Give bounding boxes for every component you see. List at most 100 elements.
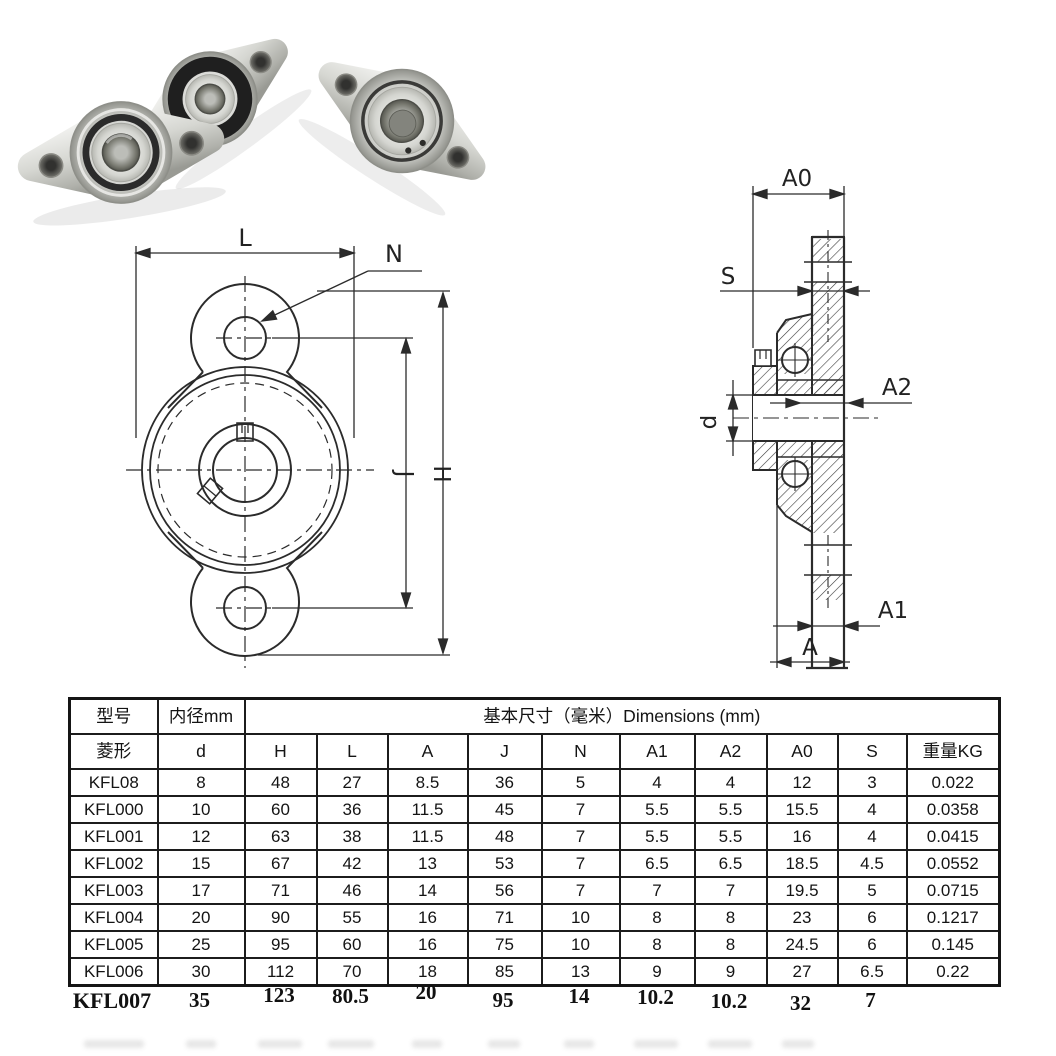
table-cell: 30 <box>156 957 246 987</box>
table-cell: 7 <box>540 795 621 824</box>
table-cell: 5 <box>836 876 908 905</box>
ring-collar-hatch-top <box>753 366 777 395</box>
table-cell: 48 <box>243 768 318 797</box>
table-cell: 90 <box>243 903 318 932</box>
table-cell: 63 <box>243 822 318 851</box>
header-col: S <box>836 733 908 770</box>
photo-shadow <box>33 187 226 226</box>
table-cell: 5.5 <box>693 795 768 824</box>
table-cell: 4 <box>836 822 908 851</box>
table-cell: 0.0552 <box>905 849 1001 878</box>
table-cell: 7 <box>693 876 768 905</box>
table-cell: 70 <box>315 957 389 987</box>
table-cell: KFL006 <box>68 957 159 987</box>
table-cell: 15.5 <box>765 795 839 824</box>
dim-H <box>258 291 450 655</box>
table-cell: KFL005 <box>68 930 159 959</box>
table-cell: 7 <box>540 849 621 878</box>
footer-cell: 32 <box>790 991 811 1015</box>
table-cell: 19.5 <box>765 876 839 905</box>
table-cell: 5 <box>540 768 621 797</box>
table-cell: 8 <box>693 903 768 932</box>
header-bore: 内径mm <box>156 697 246 735</box>
table-cell: 6 <box>836 903 908 932</box>
table-cell: 38 <box>315 822 389 851</box>
table-cell: 11.5 <box>386 822 469 851</box>
dim-label-A2: A2 <box>882 375 912 401</box>
header-dimensions-title: 基本尺寸（毫米）Dimensions (mm) <box>243 697 1001 735</box>
table-header-row-1: 型号 内径mm 基本尺寸（毫米）Dimensions (mm) <box>68 697 1001 735</box>
table-cell: KFL08 <box>68 768 159 797</box>
table-cell: 14 <box>386 876 469 905</box>
table-cell: 0.22 <box>905 957 1001 987</box>
table-cell: 10 <box>156 795 246 824</box>
bore-inner-wall <box>388 109 417 138</box>
table-cell: 48 <box>466 822 543 851</box>
dim-label-L: L <box>238 224 252 252</box>
table-cell: 95 <box>243 930 318 959</box>
table-cell: 46 <box>315 876 389 905</box>
table-cell: 5.5 <box>693 822 768 851</box>
table-cell: 6 <box>836 930 908 959</box>
footer-cell: 123 <box>263 983 295 1007</box>
ear-hole <box>249 51 272 74</box>
header-model: 型号 <box>68 697 159 735</box>
header-col: A1 <box>618 733 696 770</box>
table-cell: 12 <box>156 822 246 851</box>
header-d: d <box>156 733 246 770</box>
table-cell: 3 <box>836 768 908 797</box>
table-cell: 9 <box>693 957 768 987</box>
table-cell: 8.5 <box>386 768 469 797</box>
table-cell: 4 <box>618 768 696 797</box>
table-cell: 20 <box>156 903 246 932</box>
table-cell: 16 <box>765 822 839 851</box>
table-cell: 4 <box>693 768 768 797</box>
header-col: 重量KG <box>905 733 1001 770</box>
footer-cell: 95 <box>492 988 514 1012</box>
dim-A1 <box>773 620 880 632</box>
table-cell: 6.5 <box>693 849 768 878</box>
table-cell: 13 <box>386 849 469 878</box>
header-col: A <box>386 733 469 770</box>
dim-label-J: J <box>391 469 417 478</box>
table-cell: 6.5 <box>618 849 696 878</box>
footer-cell: 20 <box>415 980 437 1004</box>
centerlines <box>126 276 374 668</box>
footer-cell: 10.2 <box>710 989 748 1013</box>
table-header-row-2: 菱形 d H L A J N A1 A2 A0 S 重量KG <box>68 733 1001 770</box>
housing-outline-bottom <box>777 505 812 532</box>
bore-highlight <box>105 133 133 144</box>
header-shape: 菱形 <box>68 733 159 770</box>
table-cell: 17 <box>156 876 246 905</box>
table-cell: 55 <box>315 903 389 932</box>
table-cell: 8 <box>618 903 696 932</box>
dim-label-N: N <box>385 240 403 268</box>
table-cell: 15 <box>156 849 246 878</box>
bore-hole <box>101 133 141 172</box>
table-cell: 13 <box>540 957 621 987</box>
table-cell: 60 <box>243 795 318 824</box>
ear-hole <box>446 145 470 169</box>
photo-shadow <box>298 118 446 216</box>
bearing-photo-right <box>298 62 486 216</box>
table-cell: 18 <box>386 957 469 987</box>
dim-label-A0: A0 <box>782 166 812 192</box>
dim-label-d: d <box>700 415 722 430</box>
ring-band-top <box>777 380 844 395</box>
rubber-seal-ring <box>82 114 160 191</box>
footer-cell: 80.5 <box>332 984 369 1008</box>
table-cell: 16 <box>386 930 469 959</box>
keyway-line <box>204 486 216 496</box>
table-cell: 0.0415 <box>905 822 1001 851</box>
table-cell: 7 <box>540 876 621 905</box>
set-screw <box>419 139 426 147</box>
header-col: H <box>243 733 318 770</box>
